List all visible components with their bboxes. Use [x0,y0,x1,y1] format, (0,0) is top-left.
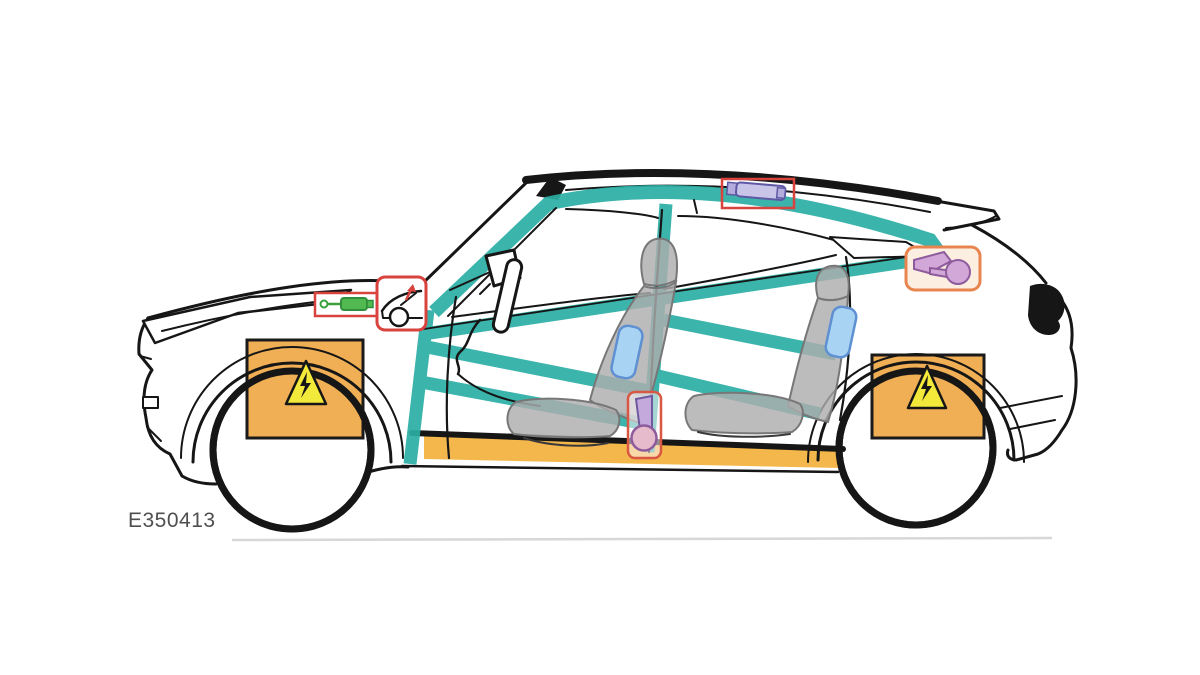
tow-hook-cover [142,396,159,409]
rear-high-voltage-warning-triangle [906,364,948,410]
cowl-side-member [403,309,435,465]
callout-frame [720,177,796,210]
lightning-bolt-icon [300,372,311,398]
front-door-edge [445,295,458,460]
rear-cushion [684,391,804,435]
hood-gas-strut-callout [313,291,380,318]
figure-label: E350413 [128,509,216,532]
retractor-icon [913,250,971,285]
front-headrest [640,237,678,287]
rear-seat-side-airbag [824,305,858,359]
warning-triangles [284,359,948,410]
lightning-bolt-icon [921,375,932,401]
inflator-cylinder-icon [725,181,787,202]
open-hood-arrow-icon [380,284,423,328]
front-seat-side-airbag [610,324,644,380]
front-cushion [506,397,621,439]
callouts [313,177,982,460]
roof-strip [522,169,942,205]
front-seat [506,237,678,447]
b-pillar-pretensioner-callout [626,390,663,460]
interior [455,237,858,447]
dash-profile [455,318,482,376]
front-high-voltage-warning-triangle [284,359,328,406]
pretensioner-icon [630,394,658,452]
hood-release-callout [375,275,428,332]
rear-glass-edge [970,223,1048,285]
wiper [449,271,491,291]
sunroof-front-marker [536,177,566,200]
taillight [1028,283,1065,335]
rear-seat [684,264,858,438]
gas-strut-icon [319,299,329,309]
roof-inflator-callout [720,177,796,210]
steering-wheel [491,258,524,334]
roof-rail-member [544,185,946,259]
c-pillar-retractor-callout [904,245,982,292]
rear-headrest [815,264,850,302]
wheel-arches [180,346,1025,533]
ground-line [231,536,1053,542]
